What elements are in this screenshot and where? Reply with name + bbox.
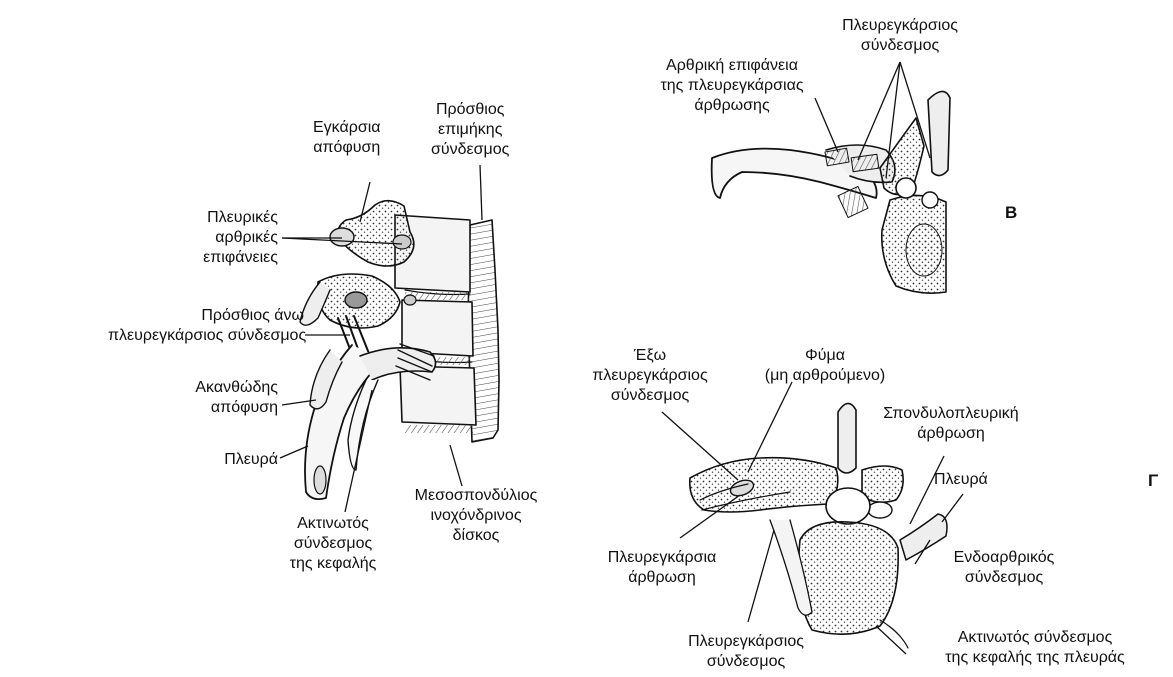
label-costovertebral-joint: Σπονδυλοπλευρική άρθρωση [876, 404, 1026, 444]
label-line: Μεσοσπονδύλιος [402, 486, 550, 506]
label-line: άρθρωση [876, 424, 1026, 444]
label-anterior-longitudinal-ligament: Πρόσθιος επιμήκης σύνδεσμος [431, 100, 509, 160]
label-spinous-process: Ακανθώδης απόφυση [178, 378, 278, 418]
label-line: Ακτινωτός [278, 514, 388, 534]
label-line: σύνδεσμος [586, 386, 714, 406]
label-line: Πλευρεγκάρσιος [836, 16, 964, 36]
label-rib-a: Πλευρά [198, 450, 278, 470]
label-line: πλευρεγκάρσιος σύνδεσμος [108, 326, 304, 346]
label-radiate-ligament-rib-head: Ακτινωτός σύνδεσμος της κεφαλής της πλευ… [900, 628, 1170, 668]
label-line: Ενδοαρθρικός [940, 548, 1068, 568]
label-line: Ακανθώδης [178, 378, 278, 398]
panel-letter-g: Γ [1148, 471, 1158, 491]
label-line: Πλευρεγκάρσιος [682, 632, 810, 652]
label-line: απόφυση [313, 138, 381, 158]
label-rib-g: Πλευρά [934, 470, 988, 490]
label-line: πλευρεγκάρσιος [586, 366, 714, 386]
label-line: Πλευρά [934, 470, 988, 490]
panel-a-illustration [300, 201, 499, 499]
label-line: σύνδεσμος [940, 568, 1068, 588]
label-line: Σπονδυλοπλευρική [876, 404, 1026, 424]
label-costotransverse-ligament-g: Πλευρεγκάρσιος σύνδεσμος [682, 632, 810, 672]
label-line: επιφάνειες [178, 248, 278, 268]
label-line: Πρόσθιος άνω [108, 306, 304, 326]
label-line: της κεφαλής της πλευράς [900, 648, 1170, 668]
label-line: Πρόσθιος [431, 100, 509, 120]
label-line: άρθρωση [598, 568, 726, 588]
label-line: σύνδεσμος [431, 140, 509, 160]
label-lateral-costotransverse-ligament: Έξω πλευρεγκάρσιος σύνδεσμος [586, 346, 714, 406]
label-line: απόφυση [178, 398, 278, 418]
label-articular-facet-b: Αρθρική επιφάνεια της πλευρεγκάρσιας άρθ… [632, 56, 832, 116]
label-tubercle: Φύμα (μη αρθρούμενο) [750, 346, 900, 386]
panel-letter-b: B [1005, 203, 1017, 223]
label-line: της κεφαλής [278, 554, 388, 574]
label-line: της πλευρεγκάρσιας [632, 76, 832, 96]
label-line: Έξω [586, 346, 714, 366]
label-transverse-process: Εγκάρσια απόφυση [313, 118, 381, 158]
label-line: αρθρικές [178, 228, 278, 248]
label-line: σύνδεσμος [836, 36, 964, 56]
label-line: Ακτινωτός σύνδεσμος [900, 628, 1170, 648]
label-costotransverse-joint: Πλευρεγκάρσια άρθρωση [598, 548, 726, 588]
label-line: (μη αρθρούμενο) [750, 366, 900, 386]
label-line: σύνδεσμος [278, 534, 388, 554]
label-line: Πλευρικές [178, 208, 278, 228]
label-line: ινοχόνδρινος [402, 506, 550, 526]
label-line: Εγκάρσια [313, 118, 381, 138]
label-line: άρθρωσης [632, 96, 832, 116]
label-intervertebral-disc: Μεσοσπονδύλιος ινοχόνδρινος δίσκος [402, 486, 550, 546]
label-intraarticular-ligament: Ενδοαρθρικός σύνδεσμος [940, 548, 1068, 588]
label-costotransverse-ligament-b: Πλευρεγκάρσιος σύνδεσμος [836, 16, 964, 56]
label-line: Φύμα [750, 346, 900, 366]
label-line: Πλευρεγκάρσια [598, 548, 726, 568]
label-line: δίσκος [402, 526, 550, 546]
panel-b-illustration [712, 91, 950, 293]
label-line: σύνδεσμος [682, 652, 810, 672]
label-line: Πλευρά [198, 450, 278, 470]
label-radiate-ligament-head: Ακτινωτός σύνδεσμος της κεφαλής [278, 514, 388, 574]
label-superior-costotransverse-ligament: Πρόσθιος άνω πλευρεγκάρσιος σύνδεσμος [108, 306, 304, 346]
label-line: επιμήκης [431, 120, 509, 140]
label-line: Αρθρική επιφάνεια [632, 56, 832, 76]
label-costal-facets: Πλευρικές αρθρικές επιφάνειες [178, 208, 278, 268]
